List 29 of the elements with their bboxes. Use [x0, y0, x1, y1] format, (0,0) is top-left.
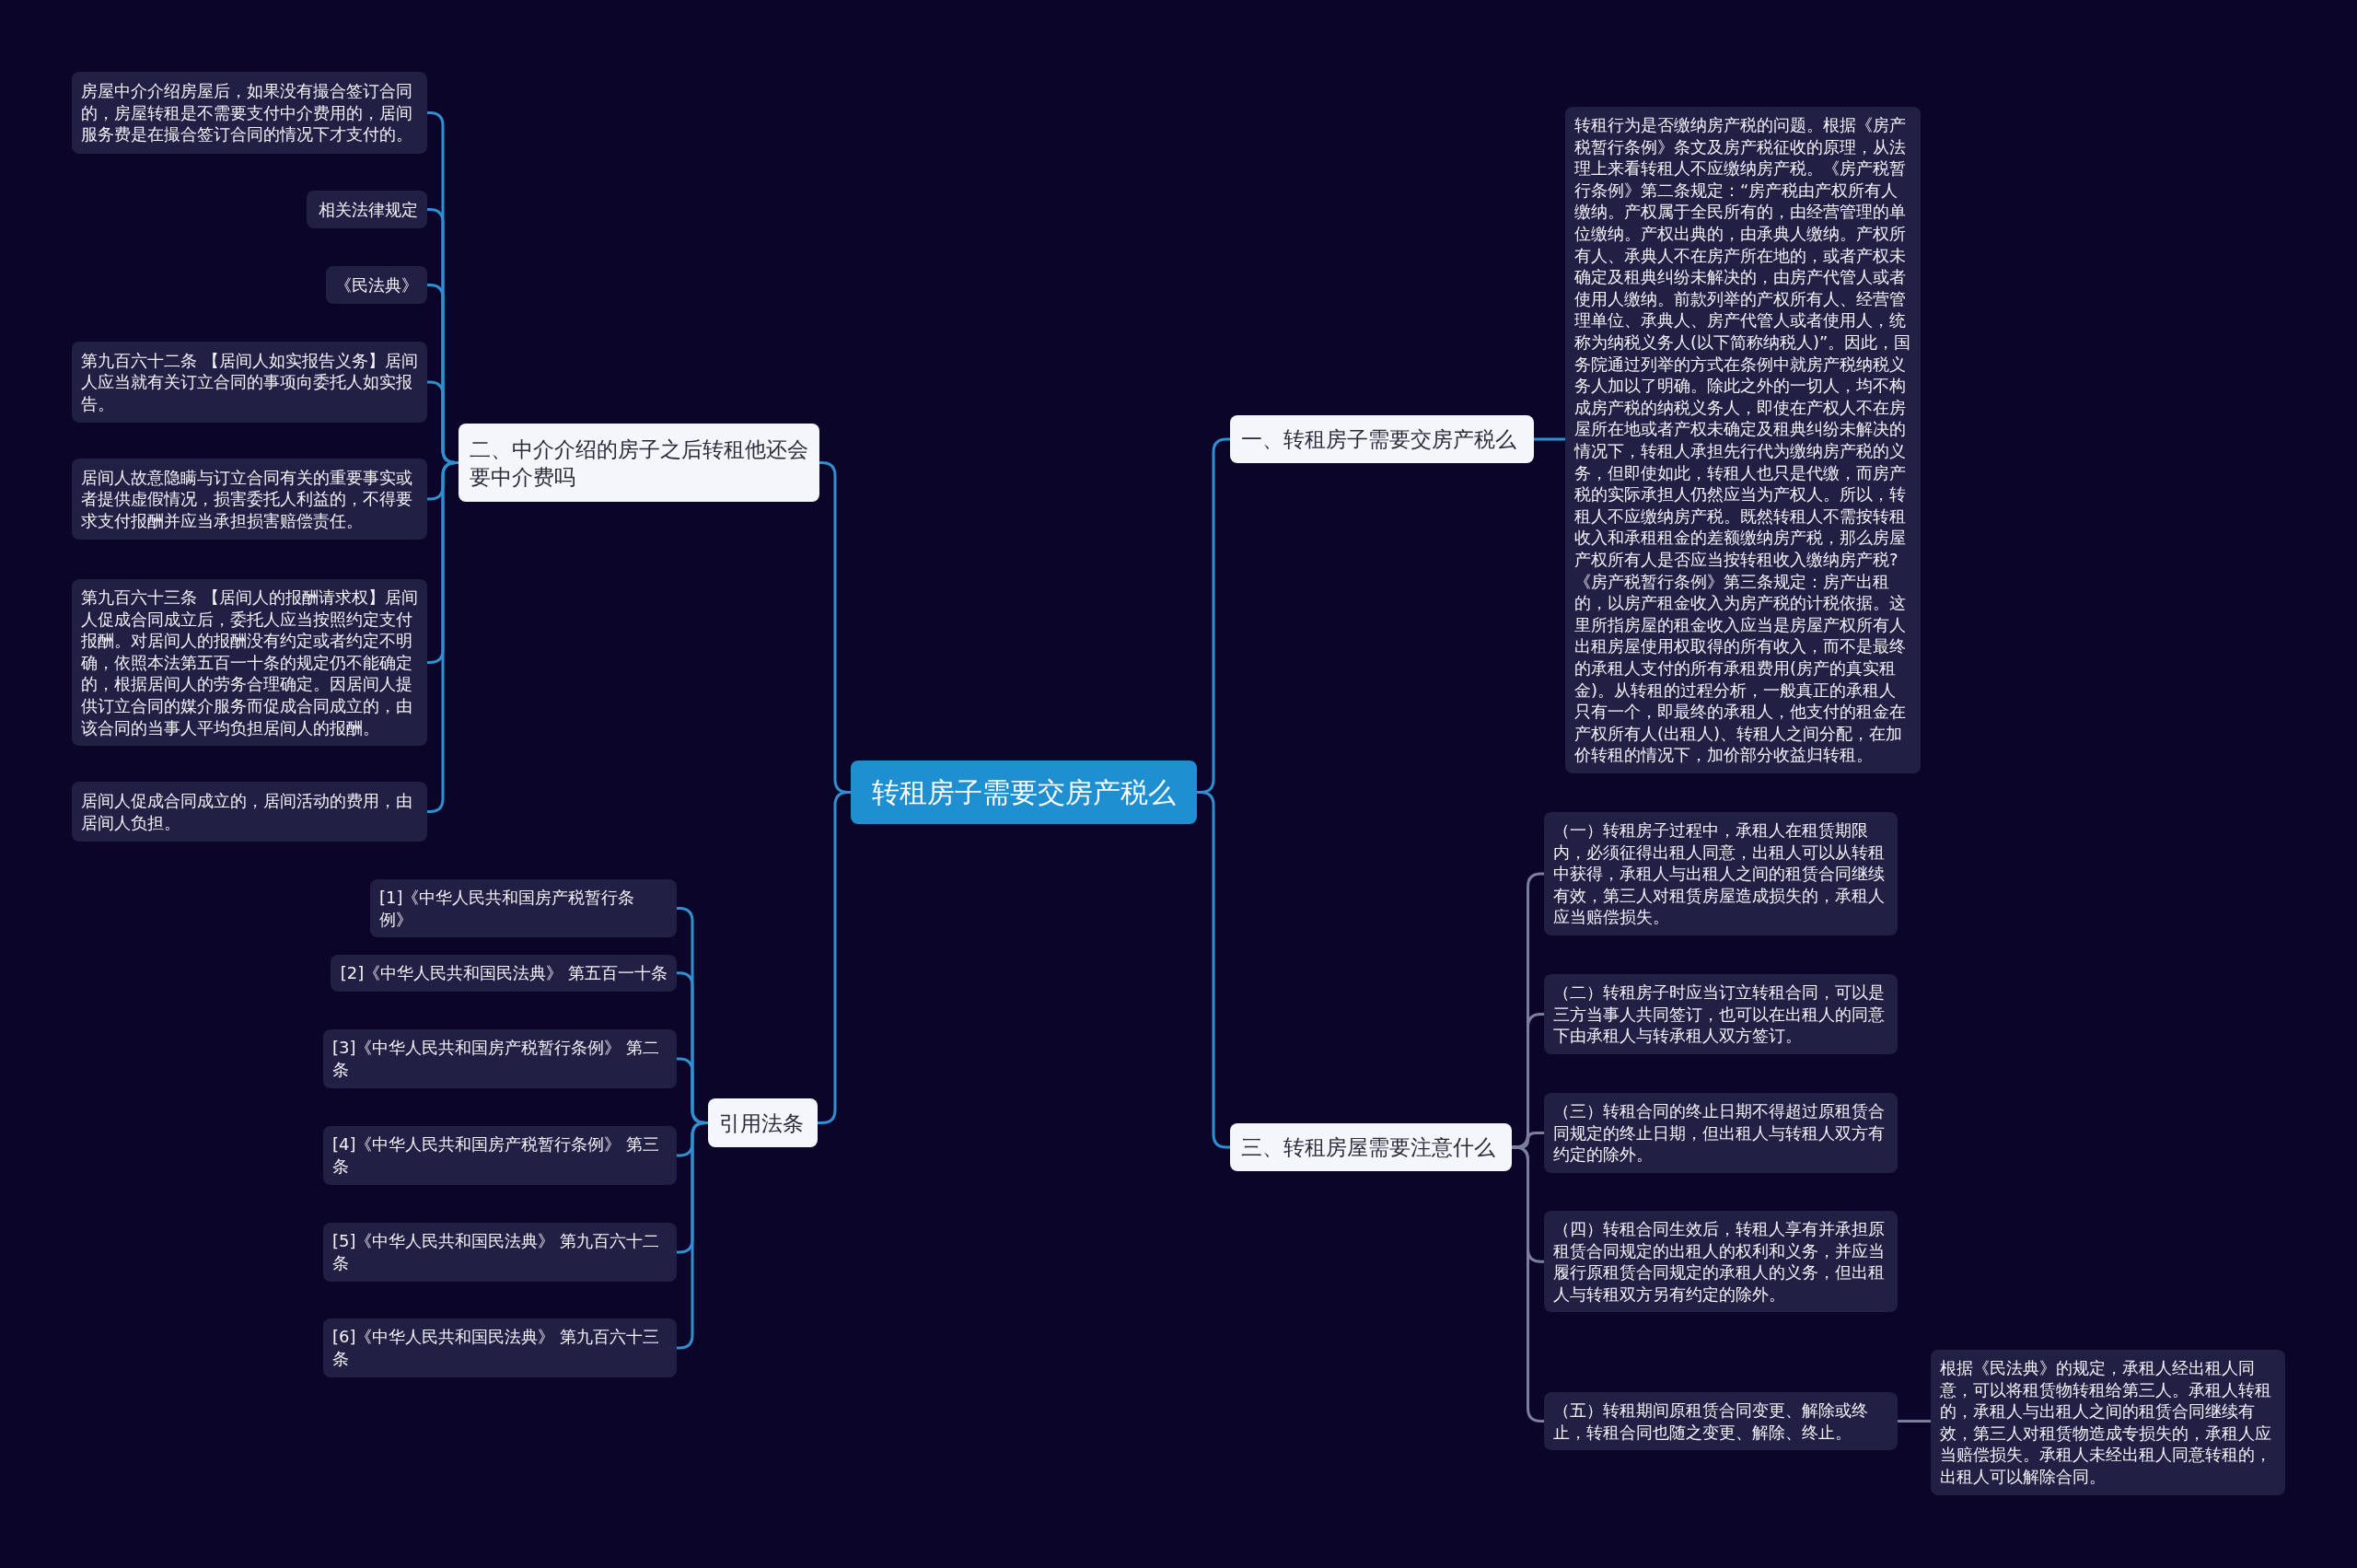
text-card: 转租行为是否缴纳房产税的问题。根据《房产税暂行条例》条文及房产税征收的原理，从法理上来看转租人不应缴纳房产税。《房产税暂行条例》第二条规定：“房产税由产权所有人缴纳。产权属于全民所有的，由经营管理的单位缴纳。产权出典的，由承典人缴纳。产权所有人、承典人不在房产所在地的，或者产权未确定及租典纠纷未解决的，由房产代管人或者使用人缴纳。前款列举的产权所有人、经营管理单位、承典人、房产代管人或者使用人，统称为纳税义务人(以下简称纳税人)”。因此，国务院通过列举的方式在条例中就房产税纳税义务人加以了明确。除此之外的一切人，均不构成房产税的纳税义务人，即使在产权人不在房屋所在地或者产权未确定及租典纠纷未解决的情况下，转租人承担先行代为缴纳房产税的义务，但即使如此，转租人也只是代缴，而房产税的实际承担人仍然应当为产权人。所以，转租人不应缴纳房产税。既然转租人不需按转租收入和承租租金的差额缴纳房产税，那么房屋产权所有人是否应当按转租收入缴纳房产税?《房产税暂行条例》第三条规定：房产出租的，以房产租金收入为房产税的计税依据。这里所指房屋的租金收入应当是房屋产权所有人出租房屋使用权取得的所有收入，而不是最终的承租人支付的所有承租费用(房产的真实租金)。从转租的过程分析，一般真正的承租人只有一个，即最终的承租人，他支付的租金在产权所有人(出租人)、转租人之间分配，在加价转租的情况下，加价部分收益归转租。: [1565, 107, 1921, 773]
text-card: [5]《中华人民共和国民法典》 第九百六十二条: [323, 1223, 677, 1282]
connector-line: [1898, 1420, 1931, 1423]
text-card: [6]《中华人民共和国民法典》 第九百六十三条: [323, 1318, 677, 1377]
text-card: （一）转租房子过程中，承租人在租赁期限内，必须征得出租人同意，出租人可以从转租中获得，承租人与出租人之间的租赁合同继续有效，第三人对租赁房屋造成损失的，承租人应当赔偿损失。: [1544, 812, 1898, 935]
text-card: [1]《中华人民共和国房产税暂行条例》: [370, 879, 677, 938]
central-topic: 转租房子需要交房产税么: [851, 761, 1197, 824]
text-card: 居间人故意隐瞒与订立合同有关的重要事实或者提供虚假情况，损害委托人利益的，不得要求支付报酬并应当承担损害赔偿责任。: [72, 459, 427, 540]
text-card: （五）转租期间原租赁合同变更、解除或终止，转租合同也随之变更、解除、终止。: [1544, 1392, 1898, 1451]
text-card: 第九百六十三条 【居间人的报酬请求权】居间人促成合同成立后，委托人应当按照约定支付报酬。对居间人的报酬没有约定或者约定不明确，依照本法第五百一十条的规定仍不能确定的，根据居间人的劳务合理确定。因居间人提供订立合同的媒介服务而促成合同成立的，由该合同的当事人平均负担居间人的报酬。: [72, 579, 427, 747]
text-card: 房屋中介介绍房屋后，如果没有撮合签订合同的，房屋转租是不需要支付中介费用的，居间服务费是在撮合签订合同的情况下才支付的。: [72, 72, 427, 154]
topic-box: 引用法条: [708, 1098, 818, 1147]
topic-box: 三、转租房屋需要注意什么: [1230, 1123, 1512, 1171]
text-card: 相关法律规定: [307, 191, 427, 228]
connector-line: [1534, 437, 1565, 441]
text-card: 《民法典》: [326, 266, 427, 304]
text-card: 根据《民法典》的规定，承租人经出租人同意，可以将租赁物转租给第三人。承租人转租的，承租人与出租人之间的租赁合同继续有效，第三人对租赁物造成专损失的，承租人应当赔偿损失。承租人未经出租人同意转租的，出租人可以解除合同。: [1931, 1350, 2285, 1495]
text-card: [3]《中华人民共和国房产税暂行条例》 第二条: [323, 1029, 677, 1088]
connector-line: [427, 461, 459, 813]
topic-box: 二、中介介绍的房子之后转租他还会要中介费吗: [459, 424, 819, 502]
connector-line: [677, 1121, 708, 1350]
text-card: [4]《中华人民共和国房产税暂行条例》 第三条: [323, 1126, 677, 1185]
text-card: 第九百六十二条 【居间人如实报告义务】居间人应当就有关订立合同的事项向委托人如实报告。: [72, 342, 427, 423]
text-card: 居间人促成合同成立的，居间活动的费用，由居间人负担。: [72, 782, 427, 842]
topic-box: 一、转租房子需要交房产税么: [1230, 415, 1534, 463]
text-card: （三）转租合同的终止日期不得超过原租赁合同规定的终止日期，但出租人与转租人双方有约定的除外。: [1544, 1093, 1898, 1173]
text-card: [2]《中华人民共和国民法典》 第五百一十条: [331, 955, 677, 992]
text-card: （二）转租房子时应当订立转租合同，可以是三方当事人共同签订，也可以在出租人的同意下由承租人与转承租人双方签订。: [1544, 974, 1898, 1054]
text-card: （四）转租合同生效后，转租人享有并承担原租赁合同规定的出租人的权利和义务，并应当履行原租赁合同规定的承租人的义务，但出租人与转租双方另有约定的除外。: [1544, 1211, 1898, 1313]
